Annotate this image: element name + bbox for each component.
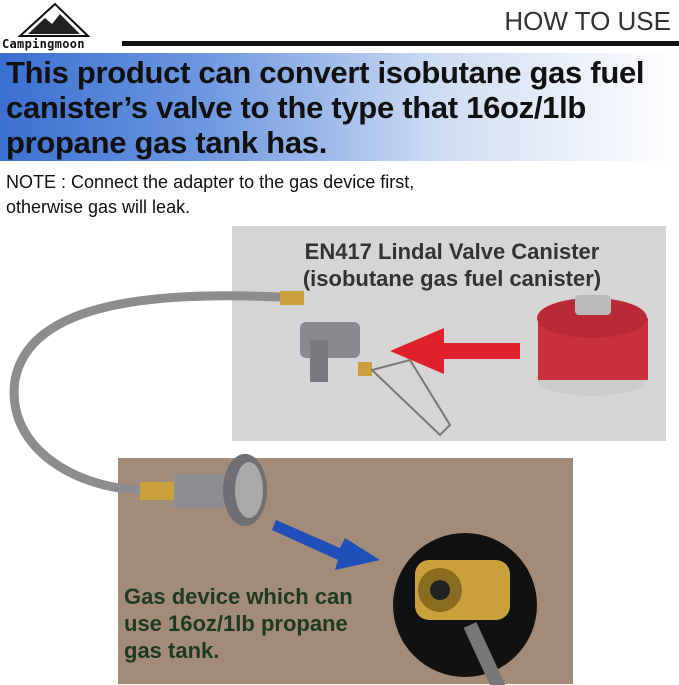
brand-name: Campingmoon <box>2 37 85 51</box>
canister-label: EN417 Lindal Valve Canister (isobutane g… <box>232 238 672 292</box>
gas-device-image <box>393 533 537 685</box>
red-arrow-icon <box>390 328 520 374</box>
device-label-line: use 16oz/1lb propane <box>124 611 348 636</box>
note-text: NOTE : Connect the adapter to the gas de… <box>6 170 414 220</box>
headline-banner: This product can convert isobutane gas f… <box>0 53 679 161</box>
mountain-logo-icon <box>17 2 91 37</box>
canister-image <box>536 295 648 396</box>
headline-text: This product can convert isobutane gas f… <box>6 55 645 160</box>
hose-adapter-image <box>9 291 452 526</box>
device-label-line: Gas device which can <box>124 584 353 609</box>
note-line: otherwise gas will leak. <box>6 197 191 217</box>
header-rule <box>122 41 679 46</box>
headline-line: propane gas tank has. <box>6 125 328 160</box>
device-label-line: gas tank. <box>124 638 220 663</box>
note-line: NOTE : Connect the adapter to the gas de… <box>6 172 415 192</box>
blue-arrow-icon <box>272 520 380 570</box>
headline-line: This product can convert isobutane gas f… <box>6 55 645 90</box>
canister-label-line: EN417 Lindal Valve Canister <box>304 239 600 264</box>
device-label: Gas device which can use 16oz/1lb propan… <box>124 583 353 664</box>
headline-line: canister’s valve to the type that 16oz/1… <box>6 90 587 125</box>
page-title: HOW TO USE <box>504 6 671 36</box>
canister-label-line: (isobutane gas fuel canister) <box>302 266 602 291</box>
